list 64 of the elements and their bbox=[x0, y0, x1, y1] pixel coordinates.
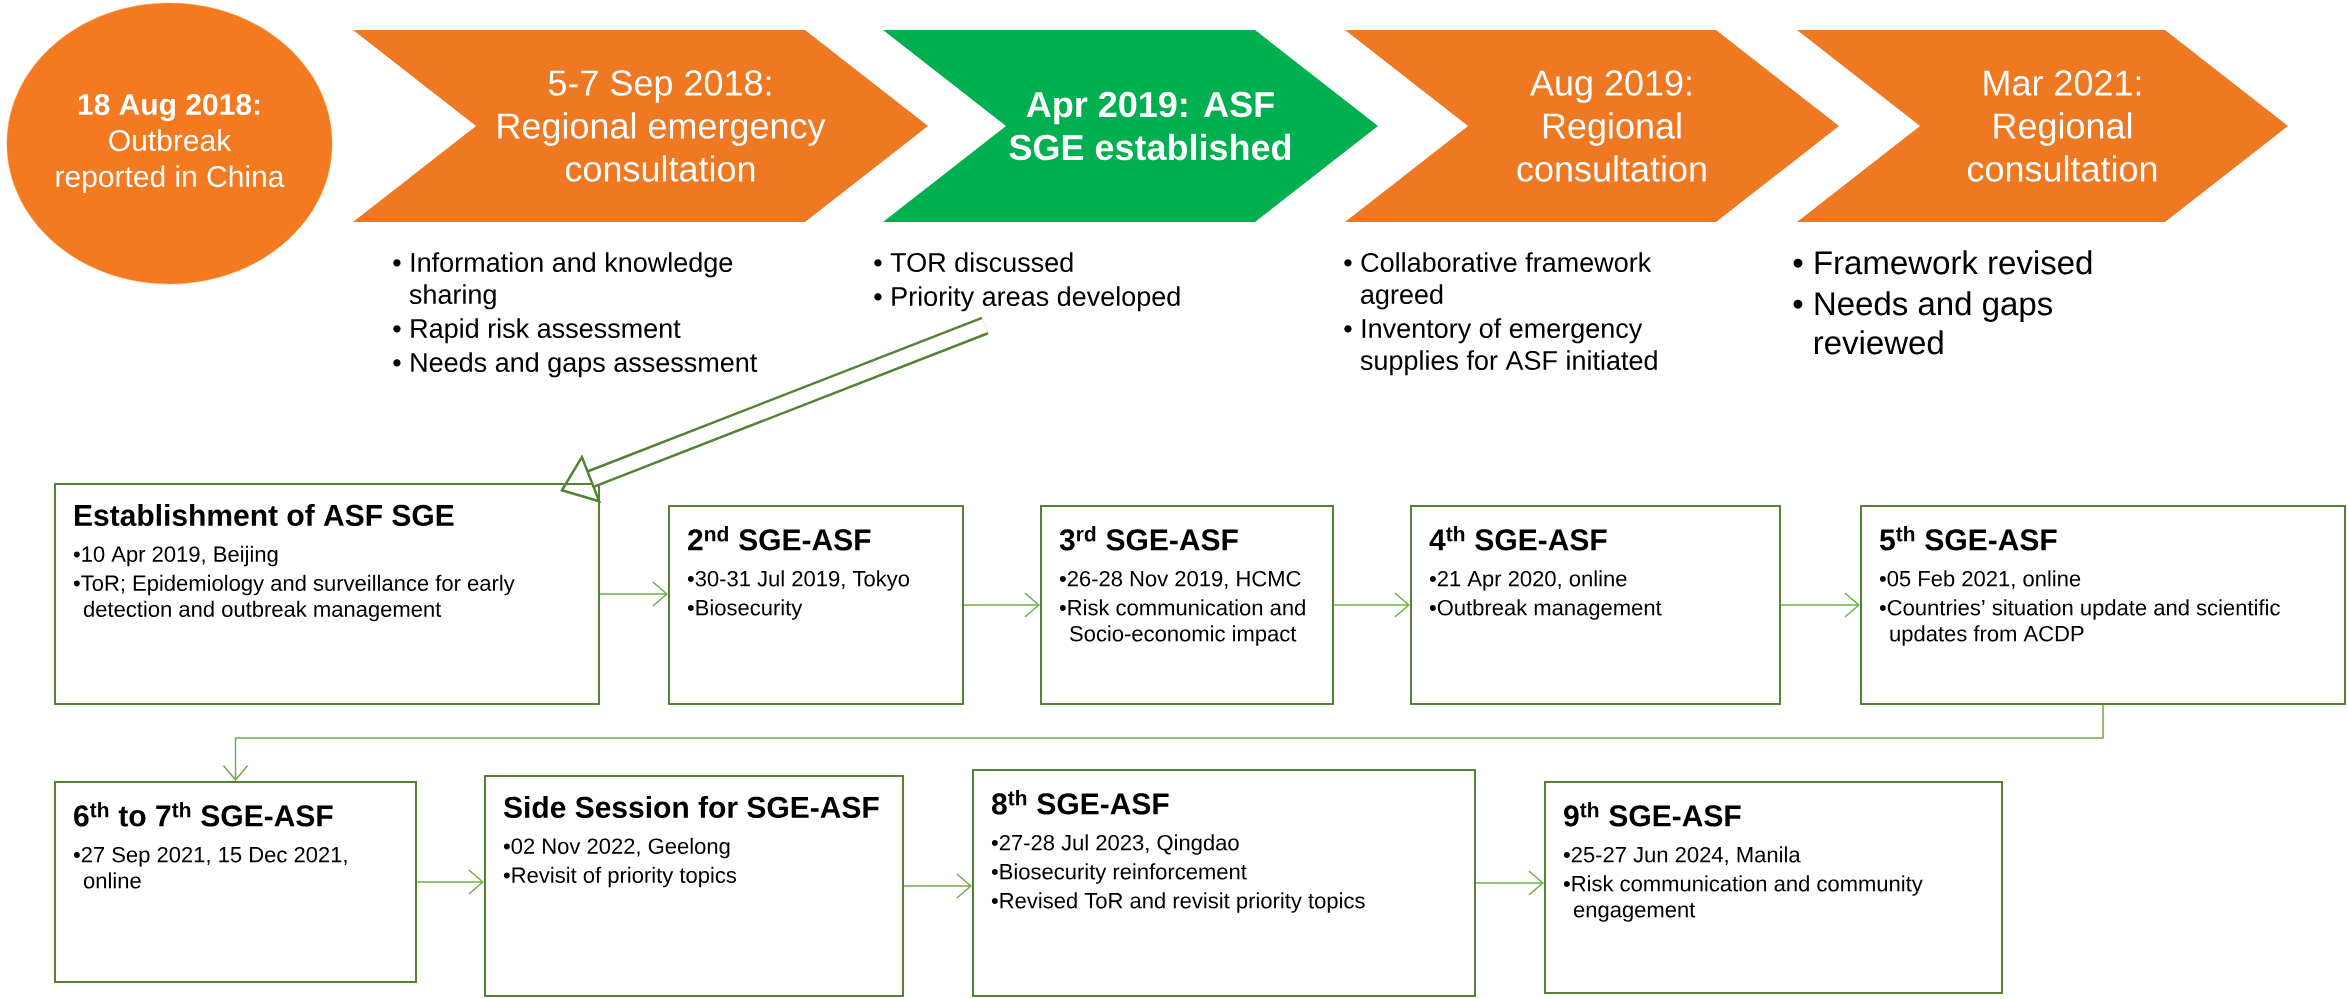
box-heading: Side Session for SGE-ASF bbox=[503, 796, 879, 819]
arrow bbox=[903, 873, 972, 899]
event-box bbox=[1410, 505, 1781, 705]
bullet-item: •27-28 Jul 2023, Qingdao bbox=[991, 834, 1239, 855]
date-label: 5-7 Sep 2018: bbox=[548, 70, 771, 103]
bullet-item: •Biosecurity reinforcement bbox=[991, 863, 1247, 884]
bullet-item: •Risk communication and Socio-economic impact bbox=[1059, 599, 1305, 646]
bullet-item: • TOR discussed bbox=[874, 252, 1073, 273]
bullet-item: •26-28 Nov 2019, HCMC bbox=[1059, 570, 1301, 590]
bullet-item: •Countries’ situation update and scientific updates from ACDP bbox=[1879, 599, 2280, 646]
date-label: Aug 2019: bbox=[1530, 70, 1691, 103]
box-heading: 6$^{th}$ to 7$^{th}$ SGE-ASF bbox=[74, 802, 333, 827]
bullet-item: •Risk communication and community engagement bbox=[1563, 875, 1923, 922]
event-box bbox=[484, 775, 904, 997]
box-heading: 9$^{th}$ SGE-ASF bbox=[1564, 802, 1741, 827]
bullet-item: • Needs and gaps assessment bbox=[393, 352, 758, 378]
bullet-item: •27 Sep 2021, 15 Dec 2021, online bbox=[73, 846, 347, 889]
event-box bbox=[972, 769, 1476, 997]
bullet-item: •05 Feb 2021, online bbox=[1879, 570, 2081, 590]
elbow-arrow bbox=[222, 704, 2104, 781]
bullet-item: •25-27 Jun 2024, Manila bbox=[1563, 846, 1801, 866]
box-heading: Establishment of ASF SGE bbox=[75, 504, 454, 527]
box-heading: 4$^{th}$ SGE-ASF bbox=[1429, 526, 1607, 551]
block-arrow bbox=[560, 316, 989, 504]
arrow bbox=[416, 869, 484, 895]
bullet-item: •Revised ToR and revisit priority topics bbox=[991, 892, 1365, 913]
event-box bbox=[1860, 505, 2347, 705]
bullet-item: •Revisit of priority topics bbox=[503, 866, 737, 888]
arrow bbox=[1333, 592, 1410, 618]
box-heading: 3$^{rd}$ SGE-ASF bbox=[1059, 526, 1238, 551]
box-heading: 8$^{th}$ SGE-ASF bbox=[991, 790, 1169, 815]
arrow bbox=[1475, 870, 1544, 896]
event-ellipse bbox=[6, 2, 333, 285]
date-label: Mar 2021: bbox=[1984, 70, 2141, 96]
bullet-item: • Collaborative framework agreed bbox=[1344, 252, 1652, 310]
bullet-item: •02 Nov 2022, Geelong bbox=[503, 837, 730, 859]
box-heading: 5$^{th}$ SGE-ASF bbox=[1879, 526, 2057, 551]
arrow bbox=[599, 581, 668, 607]
bullet-item: •30-31 Jul 2019, Tokyo bbox=[687, 570, 909, 591]
event-box bbox=[668, 505, 964, 705]
bullet-item: •10 Apr 2019, Beijing bbox=[73, 545, 278, 567]
event-text: Outbreak reported in China bbox=[56, 129, 285, 194]
bullet-item: •Outbreak management bbox=[1429, 599, 1662, 620]
bullet-item: • Priority areas developed bbox=[874, 286, 1180, 312]
bullet-item: •ToR; Epidemiology and surveillance for early detection and outbreak management bbox=[73, 574, 515, 622]
bullet-item: • Framework revised bbox=[1793, 250, 2092, 275]
bullet-item: • Inventory of emergency supplies for ASF initiated bbox=[1344, 318, 1657, 376]
box-heading: 2$^{nd}$ SGE-ASF bbox=[688, 526, 871, 551]
stage-title: Regional emergency consultation bbox=[498, 112, 826, 182]
bullet-item: • Information and knowledge sharing bbox=[393, 252, 733, 310]
date-label: 18 Aug 2018: bbox=[78, 93, 260, 122]
event-box bbox=[1544, 781, 2003, 994]
event-box bbox=[1040, 505, 1334, 705]
stage-title: Apr 2019: ASF SGE established bbox=[1009, 91, 1291, 161]
bullet-item: •21 Apr 2020, online bbox=[1429, 570, 1627, 591]
bullet-item: • Rapid risk assessment bbox=[393, 318, 681, 344]
arrow bbox=[963, 592, 1040, 618]
bullet-item: •Biosecurity bbox=[687, 599, 803, 620]
stage-title: Regional consultation bbox=[1968, 112, 2157, 182]
bullet-item: • Needs and gaps reviewed bbox=[1793, 291, 2052, 355]
stage-title: Regional consultation bbox=[1517, 112, 1706, 182]
event-box bbox=[54, 483, 600, 705]
arrow bbox=[1780, 592, 1861, 618]
event-box bbox=[54, 781, 417, 983]
